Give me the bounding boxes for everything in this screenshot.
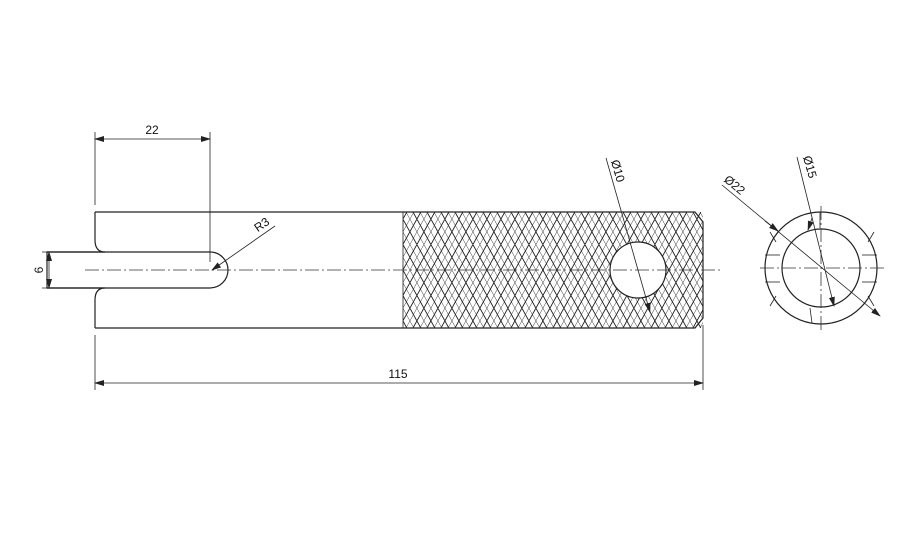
dim-inner-diameter: Ø15 [796,154,835,307]
dim-outer-diameter-label: Ø22 [721,172,748,198]
dim-inner-diameter-label: Ø15 [800,154,820,180]
dim-slot-radius: R3 [211,214,276,271]
dim-slot-width-label: 6 [32,266,46,273]
dim-hole-diameter: Ø10 [605,157,651,313]
dim-slot-width: 6 [32,251,92,289]
dim-overall-length-label: 115 [388,367,407,381]
dim-overall-length: 115 [94,325,704,390]
dim-outer-diameter: Ø22 [721,172,881,317]
dim-slot-radius-label: R3 [251,214,272,234]
dim-slot-depth-label: 22 [145,123,159,137]
side-view [46,211,722,329]
dim-slot-depth: 22 [94,123,211,262]
dim-hole-diameter-label: Ø10 [608,158,628,184]
end-view [760,206,884,330]
